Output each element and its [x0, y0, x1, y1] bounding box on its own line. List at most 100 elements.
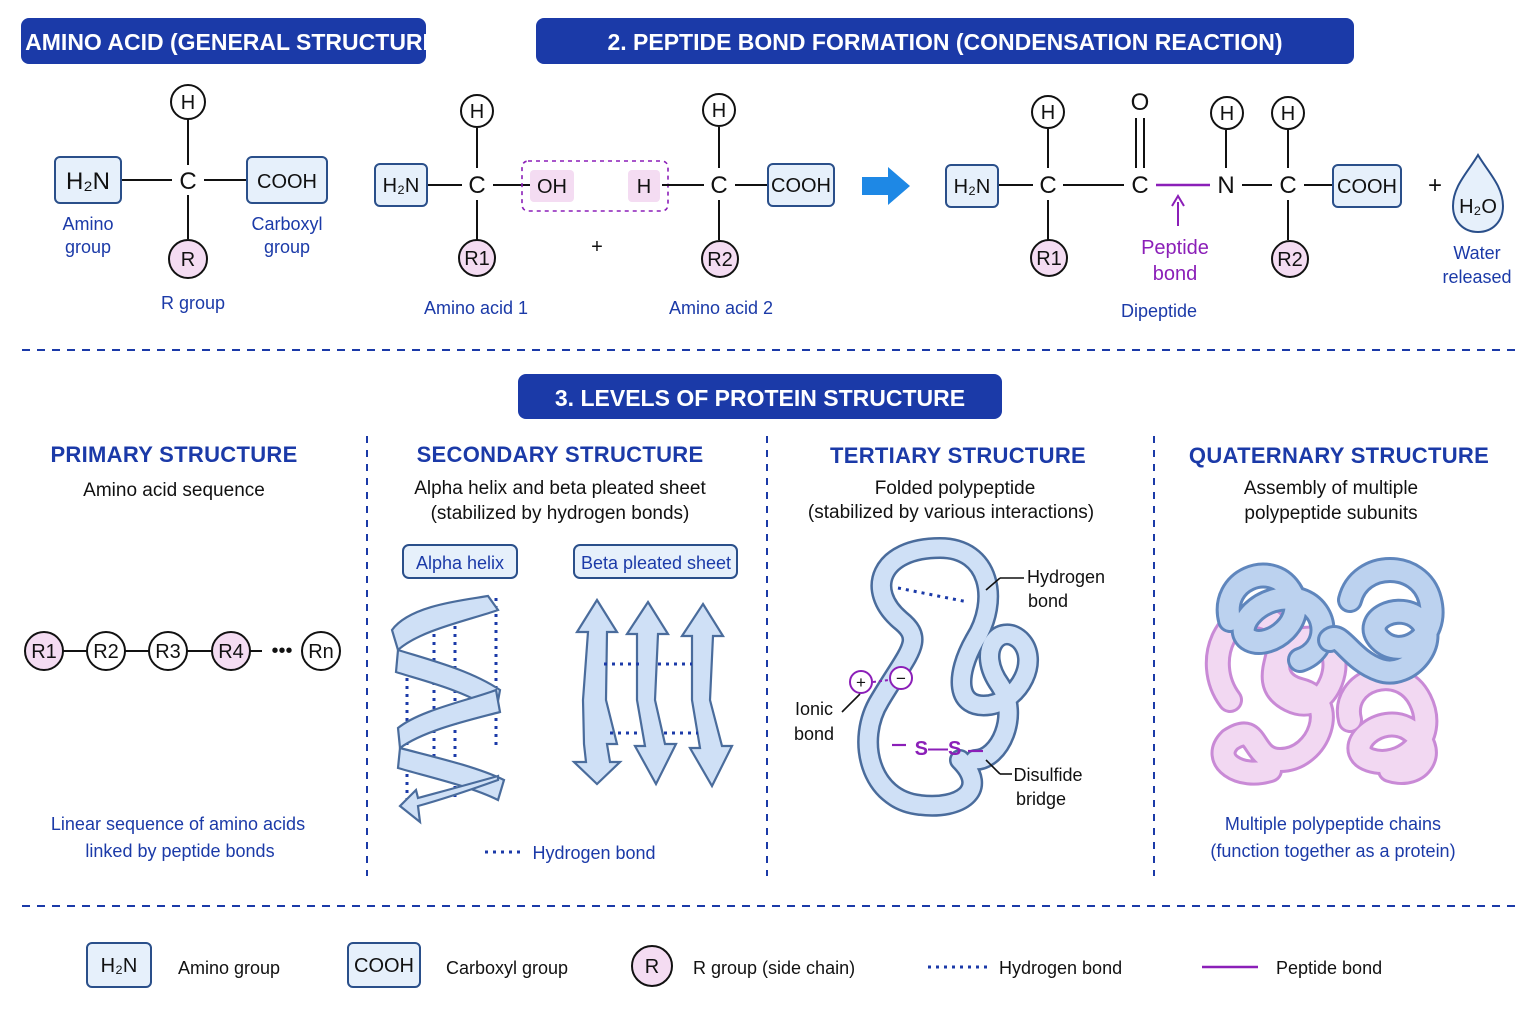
residue-r3-label: R3 — [155, 641, 181, 663]
beta-sheet-drawing — [571, 597, 734, 789]
removed-h-label: H — [637, 176, 651, 198]
tertiary-structure: TERTIARY STRUCTURE Folded polypeptide (s… — [794, 443, 1105, 817]
tertiary-hbond-line2: bond — [1028, 591, 1068, 611]
section-3-protein-structure: 3. LEVELS OF PROTEIN STRUCTURE PRIMARY S… — [24, 374, 1489, 876]
water-label-line2: released — [1442, 267, 1511, 287]
amino-label-line1: Amino — [62, 214, 113, 234]
primary-structure: PRIMARY STRUCTURE Amino acid sequence R1… — [24, 442, 341, 861]
sequence-ellipsis: ••• — [271, 640, 292, 662]
peptide-label-line1: Peptide — [1141, 237, 1209, 259]
aa2-carboxyl-symbol: COOH — [771, 175, 831, 197]
aa2-r2-circle — [701, 240, 739, 278]
dp-carbon-3: C — [1279, 172, 1296, 199]
dipeptide-amino-box — [945, 164, 999, 208]
dp-hydrogen-n-label: H — [1220, 103, 1234, 125]
helix-tail — [398, 774, 500, 825]
tertiary-hbond-line1: Hydrogen — [1027, 567, 1105, 587]
secondary-subtitle-line1: Alpha helix and beta pleated sheet — [414, 478, 706, 499]
aa2-r2-label: R2 — [707, 249, 733, 271]
aa1-hydrogen-label: H — [470, 101, 484, 123]
section-2-title: 2. PEPTIDE BOND FORMATION (CONDENSATION … — [607, 29, 1282, 55]
section-2-peptide-bond: 2. PEPTIDE BOND FORMATION (CONDENSATION … — [374, 18, 1512, 321]
quaternary-caption-line2: (function together as a protein) — [1210, 841, 1455, 861]
legend-hbond-label: Hydrogen bond — [999, 958, 1122, 978]
aa2-carbon: C — [710, 172, 727, 199]
tertiary-fold-fill — [859, 539, 1037, 815]
r-group-label: R group — [161, 293, 225, 313]
dp-r2-circle — [1271, 240, 1309, 278]
dipeptide: H₂N C H R1 C O Peptide bond N H C — [945, 89, 1402, 321]
legend-carboxyl-label: Carboxyl group — [446, 958, 568, 978]
oh-highlight — [530, 170, 574, 202]
dp-hydrogen-1-label: H — [1041, 102, 1055, 124]
legend-carboxyl-symbol: COOH — [354, 955, 414, 977]
primary-caption-line2: linked by peptide bonds — [85, 841, 274, 861]
aa1-label: Amino acid 1 — [424, 298, 528, 318]
residue-r3 — [148, 631, 188, 671]
ionic-label-line1: Ionic — [795, 699, 833, 719]
dp-hydrogen-3-label: H — [1281, 103, 1295, 125]
aa1-r1-label: R1 — [464, 248, 490, 270]
aa1-carbon: C — [468, 172, 485, 199]
legend-amino-box — [86, 942, 152, 988]
dp-hydrogen-1 — [1031, 95, 1065, 129]
positive-charge-label: + — [856, 673, 866, 692]
reaction-plus: + — [591, 236, 603, 258]
hydrogen-label: H — [181, 92, 195, 114]
amino-label-line2: group — [65, 237, 111, 257]
alpha-carbon: C — [179, 168, 196, 195]
quaternary-subtitle-line2: polypeptide subunits — [1244, 503, 1417, 524]
subunit-pink-1 — [1207, 606, 1345, 783]
dp-hydrogen-3 — [1271, 96, 1305, 130]
ionic-bond-line — [872, 679, 890, 683]
disulfide-pointer — [985, 759, 1001, 775]
alpha-helix-drawing — [390, 594, 506, 825]
peptide-label-line2: bond — [1153, 263, 1198, 285]
amino-group-symbol: H₂N — [66, 168, 110, 195]
hbond-legend-label: Hydrogen bond — [532, 843, 655, 863]
tertiary-subtitle-line2: (stabilized by various interactions) — [808, 502, 1094, 523]
dp-r1-label: R1 — [1036, 248, 1062, 270]
quaternary-title: QUATERNARY STRUCTURE — [1189, 443, 1489, 468]
ionic-pointer — [841, 693, 861, 713]
water-formula: H₂O — [1459, 196, 1497, 218]
primary-subtitle: Amino acid sequence — [83, 480, 265, 501]
residue-r4-label: R4 — [218, 641, 244, 663]
legend-peptide-label: Peptide bond — [1276, 958, 1382, 978]
dp-hydrogen-n — [1210, 96, 1244, 130]
disulfide-label-line1: Disulfide — [1013, 765, 1082, 785]
amino-acid-1: H₂N C H R1 Amino acid 1 — [374, 94, 530, 318]
residue-r4 — [211, 631, 251, 671]
ionic-label-line2: bond — [794, 724, 834, 744]
residue-rn-label: Rn — [308, 641, 334, 663]
legend-r-symbol: R — [645, 956, 659, 978]
dipeptide-label: Dipeptide — [1121, 301, 1197, 321]
tertiary-subtitle-line1: Folded polypeptide — [875, 478, 1036, 499]
subunit-blue-1 — [1218, 565, 1333, 670]
quaternary-subunits — [1204, 557, 1445, 786]
hydroxyl-label: OH — [537, 176, 567, 198]
tertiary-hbond — [897, 586, 969, 604]
legend-amino-label: Amino group — [178, 958, 280, 978]
water-drop-icon — [1451, 153, 1505, 234]
helix-turn-3 — [396, 688, 502, 751]
disulfide-label-line2: bridge — [1016, 789, 1066, 809]
dp-carboxyl-symbol: COOH — [1337, 176, 1397, 198]
h-highlight — [628, 170, 660, 202]
amino-group-box — [54, 156, 122, 204]
section-2-banner — [536, 18, 1354, 64]
aa1-r1-circle — [458, 239, 496, 277]
negative-charge-label: − — [896, 669, 906, 688]
beta-strand-1 — [571, 597, 623, 786]
disulfide-ss-label: S—S — [915, 738, 962, 760]
quaternary-caption-line1: Multiple polypeptide chains — [1225, 814, 1441, 834]
hydrogen-atom — [170, 84, 206, 120]
alpha-helix-label: Alpha helix — [416, 553, 504, 573]
helix-turn-1 — [390, 594, 500, 652]
carboxyl-label-line2: group — [264, 237, 310, 257]
beta-sheet-tag — [573, 544, 738, 579]
carboxyl-label-line1: Carboxyl — [251, 214, 322, 234]
reaction-arrow-icon — [862, 167, 910, 205]
beta-strand-2 — [624, 599, 678, 787]
aa1-amino-symbol: H₂N — [383, 175, 420, 197]
